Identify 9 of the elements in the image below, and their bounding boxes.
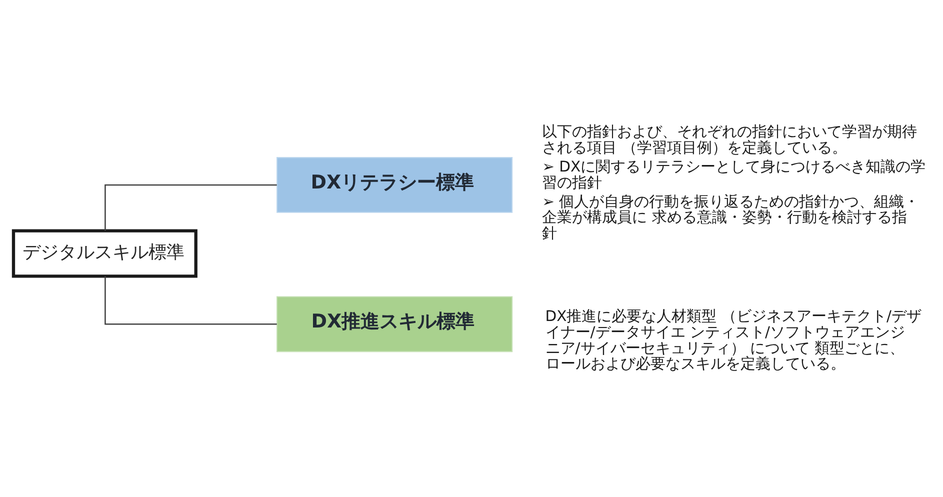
node-label: ➢ 個人が自身の行動を振り返るための指針かつ、組織・企業が構成員に 求める意識・姿勢・行動を検討する指針 [542, 193, 920, 242]
connector [104, 276, 277, 325]
node-box: DXリテラシー標準 [276, 157, 513, 213]
node-label: ➢ DXに関するリテラシーとして身につけるべき知識の学習の指針 [542, 158, 926, 192]
node-box: デジタルスキル標準 [12, 229, 198, 278]
connector [104, 184, 277, 231]
node-label: DX推進に必要な人材類型 （ビジネスアーキテクト/デザイナー/データサイエ ンティスト/ソフトウェアエンジニア/サイバーセキュリティ） について 類型ごとに、ロールおよび必要なスキルを定義している。 [545, 308, 922, 373]
node-box: DX推進スキル標準 [276, 296, 513, 352]
node-label: 以下の指針および、それぞれの指針において学習が期待される項目 （学習項目例）を定義している。 [542, 124, 918, 157]
